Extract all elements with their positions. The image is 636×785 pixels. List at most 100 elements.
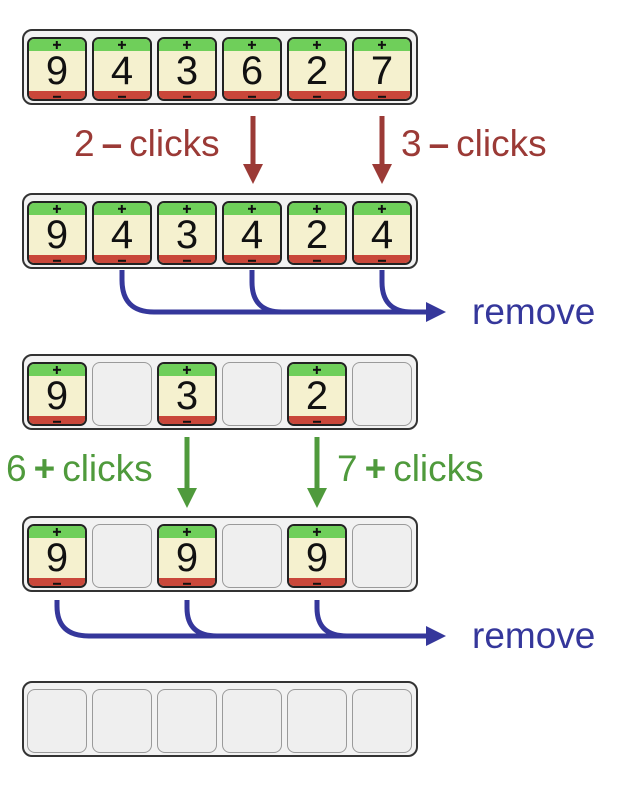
number-tile[interactable]: 2 (287, 37, 347, 101)
tile-value: 9 (45, 213, 69, 257)
minus-icon[interactable] (289, 416, 345, 424)
plus-icon[interactable] (94, 39, 150, 51)
plus-icon[interactable] (29, 39, 85, 51)
increment-label-left: 6+clicks (6, 448, 153, 489)
minus-icon[interactable] (224, 255, 280, 263)
tile-value: 4 (370, 213, 394, 257)
number-tile[interactable]: 4 (92, 37, 152, 101)
plus-icon[interactable] (289, 364, 345, 376)
plus-icon[interactable] (29, 203, 85, 215)
number-tile[interactable]: 9 (27, 362, 87, 426)
plus-icon[interactable] (224, 39, 280, 51)
tile-value: 4 (240, 213, 264, 257)
empty-slot (222, 689, 282, 753)
plus-icon[interactable] (159, 203, 215, 215)
number-tile[interactable]: 4 (92, 201, 152, 265)
minus-icon[interactable] (29, 255, 85, 263)
plus-icon[interactable] (159, 526, 215, 538)
increment-label-right: 7+clicks (337, 448, 484, 489)
tile-value: 9 (175, 536, 199, 580)
number-tile[interactable]: 2 (287, 201, 347, 265)
empty-slot (287, 689, 347, 753)
number-tile[interactable]: 2 (287, 362, 347, 426)
empty-slot (157, 689, 217, 753)
number-tile[interactable]: 3 (157, 362, 217, 426)
plus-icon[interactable] (289, 39, 345, 51)
remove-branch-2b (314, 600, 348, 639)
empty-slot (27, 689, 87, 753)
remove-branch-1b (379, 270, 413, 315)
decrement-label-left: 2–clicks (74, 123, 220, 164)
plus-icon[interactable] (224, 203, 280, 215)
plus-icon[interactable] (289, 203, 345, 215)
tile-row-5 (22, 681, 418, 757)
remove-branch-2a (184, 600, 218, 639)
remove-arrow-1 (119, 270, 446, 322)
minus-icon[interactable] (94, 255, 150, 263)
minus-icon[interactable] (354, 91, 410, 99)
tile-value: 6 (240, 49, 264, 93)
minus-icon[interactable] (289, 578, 345, 586)
minus-icon[interactable] (29, 416, 85, 424)
minus-icon[interactable] (289, 91, 345, 99)
tile-value: 9 (45, 536, 69, 580)
tile-value: 7 (370, 49, 394, 93)
tile-value: 9 (305, 536, 329, 580)
empty-slot (92, 689, 152, 753)
number-tile[interactable]: 4 (222, 201, 282, 265)
number-tile[interactable]: 4 (352, 201, 412, 265)
plus-icon[interactable] (354, 203, 410, 215)
remove-branch-1a (249, 270, 283, 315)
number-tile[interactable]: 9 (27, 524, 87, 588)
tile-value: 2 (305, 374, 329, 418)
minus-icon[interactable] (29, 578, 85, 586)
minus-icon[interactable] (159, 578, 215, 586)
minus-icon[interactable] (289, 255, 345, 263)
minus-icon[interactable] (94, 91, 150, 99)
tile-value: 4 (110, 213, 134, 257)
plus-icon[interactable] (94, 203, 150, 215)
remove-label-2: remove (472, 615, 596, 656)
minus-icon[interactable] (159, 255, 215, 263)
number-tile[interactable]: 7 (352, 37, 412, 101)
minus-icon[interactable] (354, 255, 410, 263)
empty-slot (352, 689, 412, 753)
plus-icon[interactable] (159, 39, 215, 51)
plus-icon[interactable] (29, 364, 85, 376)
plus-icon[interactable] (289, 526, 345, 538)
minus-icon[interactable] (224, 91, 280, 99)
tile-value: 3 (175, 374, 199, 418)
empty-slot (352, 362, 412, 426)
tile-row-4: 9 9 9 (22, 516, 418, 592)
empty-slot (222, 362, 282, 426)
minus-icon[interactable] (159, 91, 215, 99)
empty-slot (222, 524, 282, 588)
plus-icon[interactable] (354, 39, 410, 51)
number-tile[interactable]: 6 (222, 37, 282, 101)
remove-arrow-2 (54, 600, 446, 646)
empty-slot (92, 362, 152, 426)
number-tile[interactable]: 9 (157, 524, 217, 588)
number-tile[interactable]: 9 (287, 524, 347, 588)
empty-slot (92, 524, 152, 588)
tile-value: 2 (305, 49, 329, 93)
number-tile[interactable]: 9 (27, 37, 87, 101)
number-tile[interactable]: 9 (27, 201, 87, 265)
number-tile[interactable]: 3 (157, 37, 217, 101)
minus-icon[interactable] (29, 91, 85, 99)
minus-icon[interactable] (159, 416, 215, 424)
number-tile[interactable]: 3 (157, 201, 217, 265)
empty-slot (352, 524, 412, 588)
decrement-label-right: 3–clicks (401, 123, 547, 164)
tile-value: 9 (45, 374, 69, 418)
tile-value: 2 (305, 213, 329, 257)
plus-icon[interactable] (29, 526, 85, 538)
remove-label-1: remove (472, 291, 596, 332)
tile-value: 4 (110, 49, 134, 93)
tile-value: 3 (175, 49, 199, 93)
plus-icon[interactable] (159, 364, 215, 376)
